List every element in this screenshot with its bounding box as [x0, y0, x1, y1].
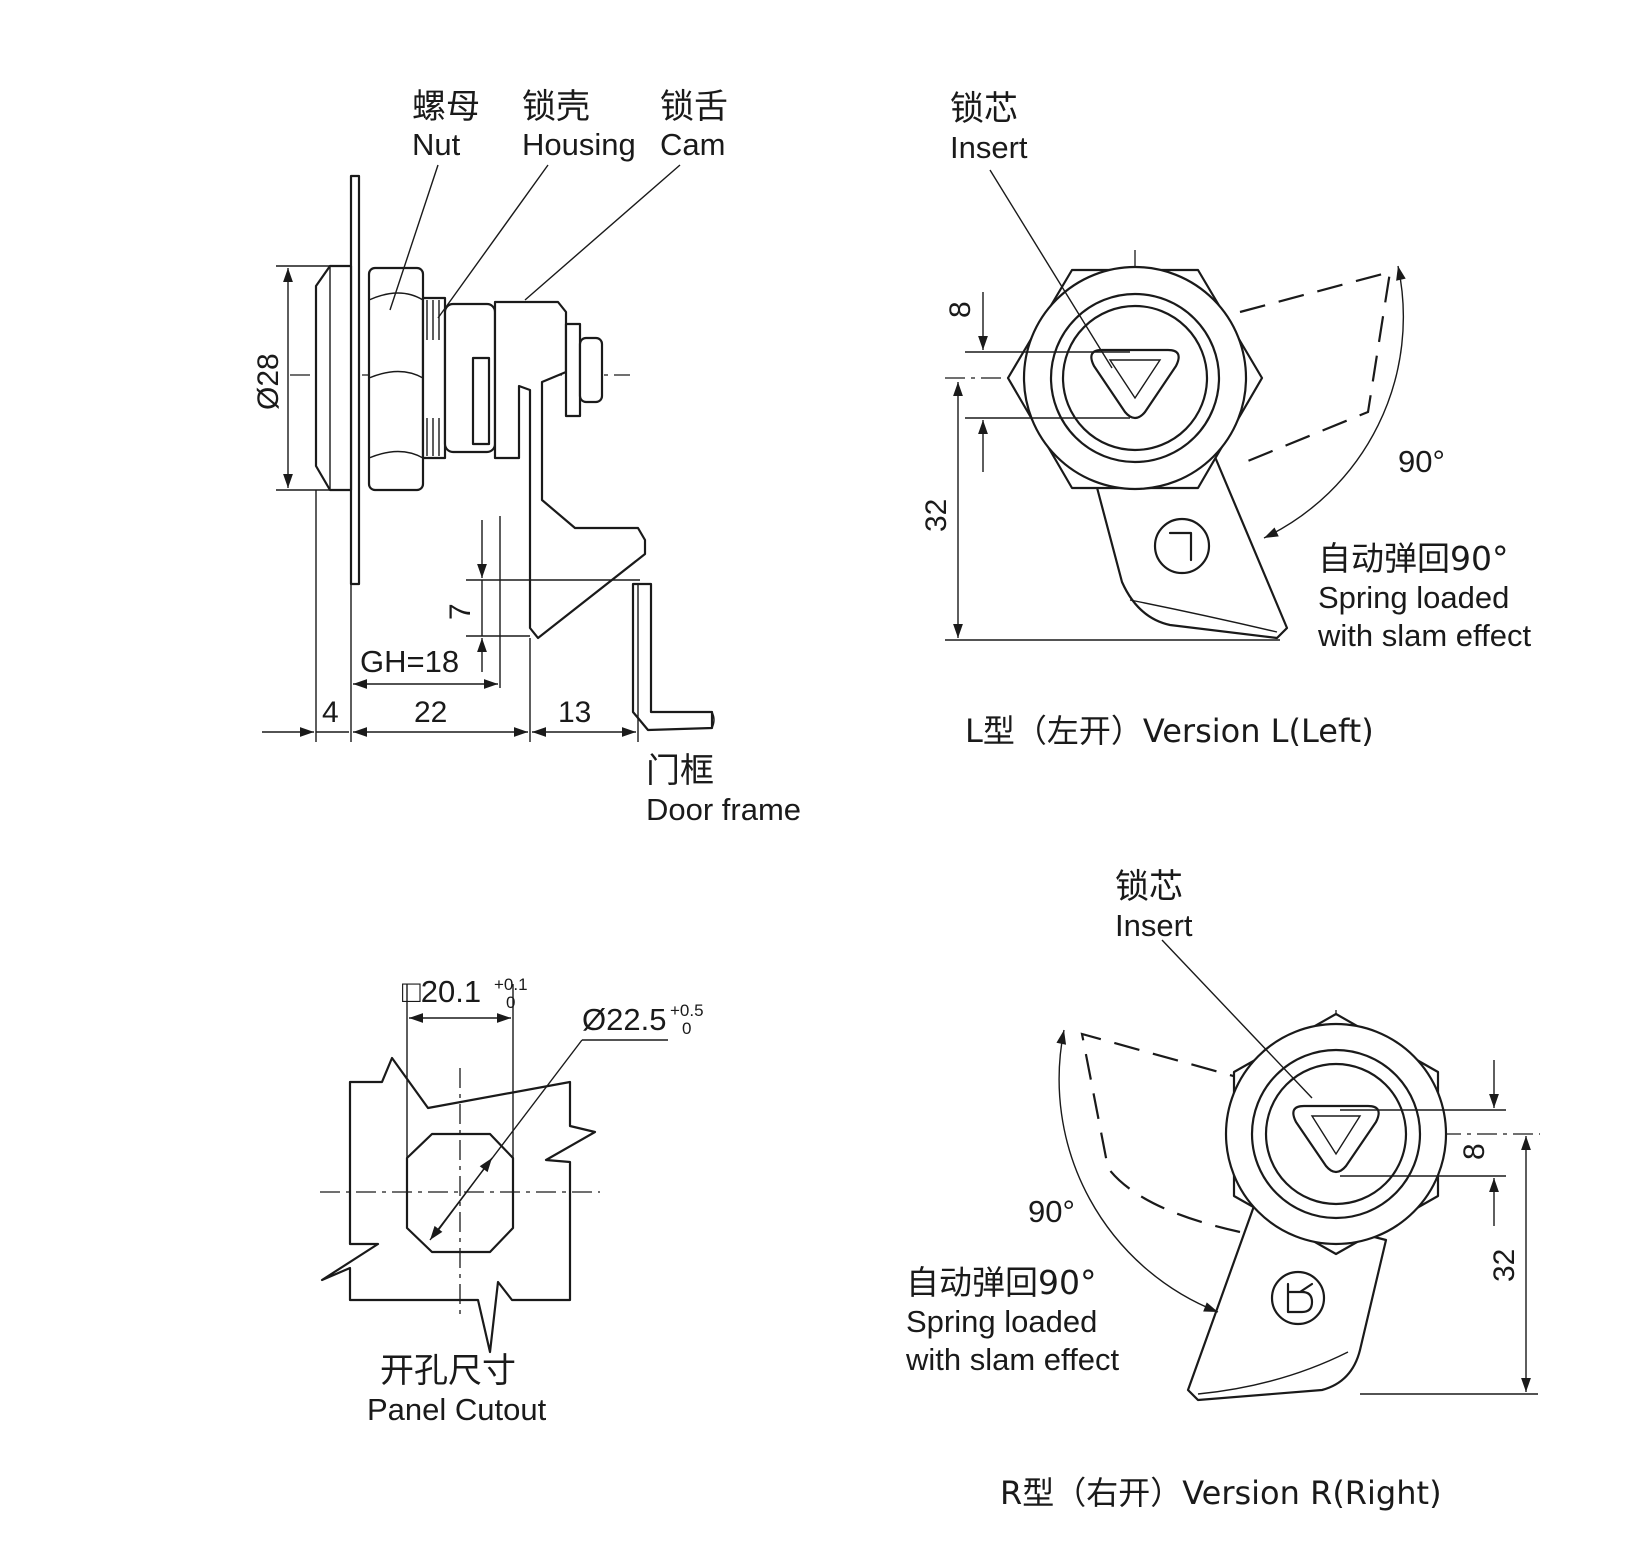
cutout-caption-zh: 开孔尺寸 — [380, 1351, 516, 1391]
vr-ring — [1250, 1048, 1422, 1220]
version-r-view: 锁芯 Insert 8 32 90° 自动弹回90° Spring loaded… — [905, 867, 1540, 1512]
cutout-panel — [320, 1056, 597, 1354]
vl-triangle-insert — [1090, 348, 1180, 420]
vl-caption: L型（左开）Version L(Left) — [965, 712, 1374, 750]
vl-angle-label: 90° — [1398, 444, 1445, 479]
vr-angle-label: 90° — [1028, 1194, 1075, 1229]
vr-insert-label-en: Insert — [1115, 908, 1193, 943]
vl-outer-ring — [1022, 265, 1248, 491]
vr-insert-leader — [1161, 939, 1313, 1099]
dia22-label: Ø22.5 — [582, 1002, 666, 1037]
nut-label-zh: 螺母 — [412, 87, 480, 127]
vr-spring-label-en1: Spring loaded — [906, 1304, 1097, 1339]
vr-angle-arc — [1056, 1029, 1219, 1313]
vl-spring-label-en1: Spring loaded — [1318, 580, 1509, 615]
vr-spring-label-en2: with slam effect — [905, 1342, 1119, 1377]
vl-insert-label-en: Insert — [950, 130, 1028, 165]
vr-dim32-label: 32 — [1488, 1249, 1521, 1282]
vl-spring-label-en2: with slam effect — [1317, 618, 1531, 653]
dim22-label: 22 — [414, 696, 447, 729]
vr-dim8-label: 8 — [1458, 1143, 1491, 1160]
housing-slot — [471, 356, 491, 446]
square-tol-up: +0.1 — [494, 975, 528, 994]
dim13-label: 13 — [558, 696, 591, 729]
vr-r-badge — [1270, 1270, 1326, 1326]
hex-nut — [367, 266, 425, 492]
vl-dashed-cam — [1237, 270, 1392, 467]
door-frame — [631, 582, 714, 732]
housing-label-zh: 锁壳 — [522, 87, 590, 127]
door-frame-label-zh: 门框 — [646, 751, 714, 791]
cam-label-en: Cam — [660, 127, 725, 162]
cutout-hole — [405, 1132, 515, 1254]
screw-shaft — [564, 322, 582, 418]
dia22-tol-dn: 0 — [682, 1019, 691, 1038]
vl-dim8-label: 8 — [944, 301, 977, 318]
door-frame-label-en: Door frame — [646, 792, 801, 827]
vr-insert-label-zh: 锁芯 — [1115, 867, 1183, 907]
vr-outer-ring — [1224, 1022, 1448, 1246]
vl-l-mark — [1168, 531, 1193, 562]
dim4-label: 4 — [322, 696, 339, 729]
panel-cutout-view: □20.1 +0.1 0 Ø22.5 +0.5 0 开孔尺寸 Panel Cut… — [320, 974, 704, 1427]
housing-leader — [437, 164, 549, 319]
vl-dim32-label: 32 — [920, 499, 953, 532]
gh-label: GH=18 — [360, 644, 459, 679]
cam-leader — [524, 164, 681, 301]
vl-spring-label-zh: 自动弹回90° — [1318, 539, 1509, 578]
vl-ring — [1049, 292, 1221, 464]
vl-insert-label-zh: 锁芯 — [950, 89, 1018, 129]
vl-insert-leader — [989, 169, 1113, 369]
square-label: □20.1 — [402, 974, 481, 1009]
cam-label-zh: 锁舌 — [660, 87, 728, 127]
vr-r-mark — [1286, 1282, 1314, 1314]
square-tol-dn: 0 — [506, 993, 515, 1012]
panel-plate — [349, 174, 361, 586]
side-view: 螺母 Nut 锁壳 Housing 锁舌 Cam Ø28 GH=18 7 4 2… — [252, 87, 801, 827]
version-l-view: 锁芯 Insert 8 32 90° 自动弹回90° Spring loaded… — [920, 89, 1531, 750]
vr-caption: R型（右开）Version R(Right) — [1000, 1474, 1442, 1512]
housing-label-en: Housing — [522, 127, 636, 162]
vr-triangle-insert — [1292, 1104, 1380, 1174]
front-bezel — [314, 264, 353, 492]
vl-l-badge — [1153, 517, 1211, 575]
dia22-tol-up: +0.5 — [670, 1001, 704, 1020]
dia28-label: Ø28 — [252, 353, 285, 410]
cutout-caption-en: Panel Cutout — [367, 1392, 547, 1427]
vl-angle-arc — [1263, 265, 1406, 539]
screw-head — [578, 336, 604, 404]
vr-spring-label-zh: 自动弹回90° — [906, 1263, 1097, 1302]
dim7-label: 7 — [444, 603, 477, 620]
nut-label-en: Nut — [412, 127, 461, 162]
nut-leader — [389, 164, 439, 311]
